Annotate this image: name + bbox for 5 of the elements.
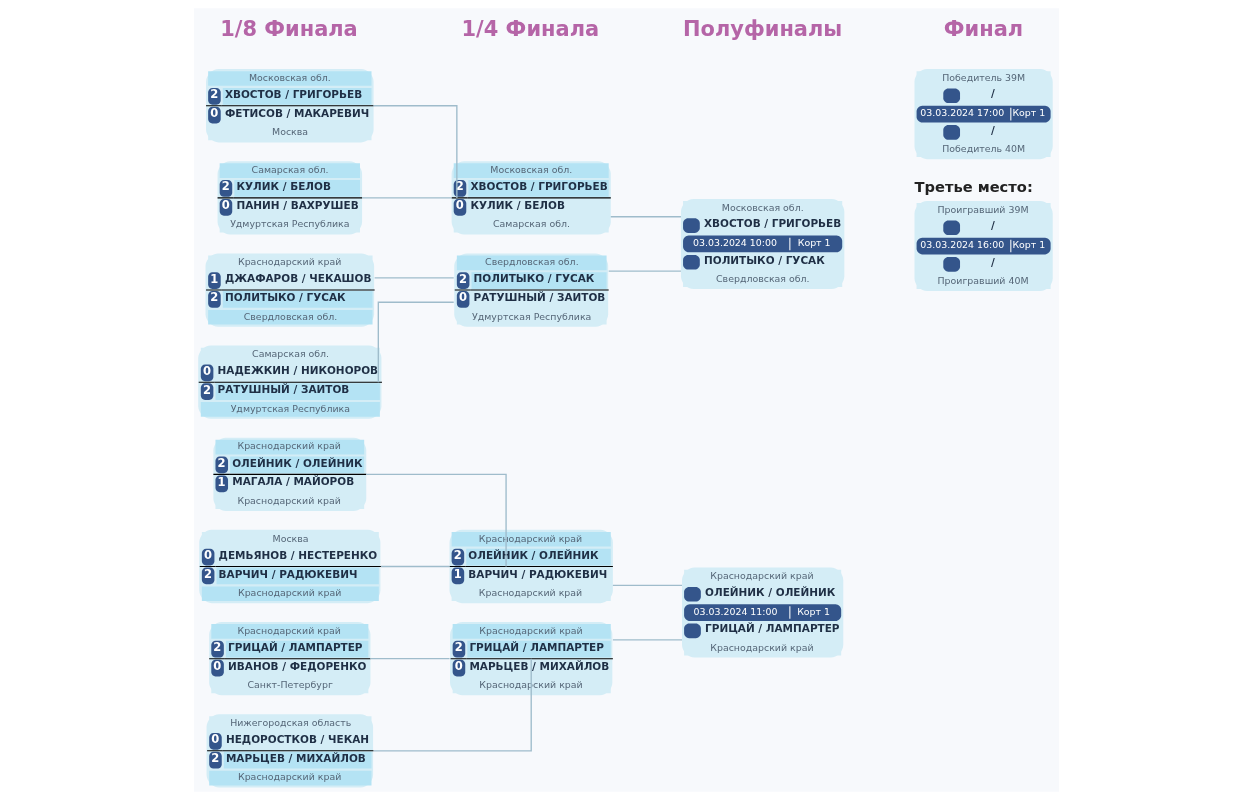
label: Финал [943, 16, 1023, 41]
label: Полуфиналы [682, 16, 842, 41]
label: 1/8 Финала [219, 16, 358, 41]
node-label: Третье место: [913, 177, 1033, 195]
label: 1/4 Финала [461, 16, 599, 41]
